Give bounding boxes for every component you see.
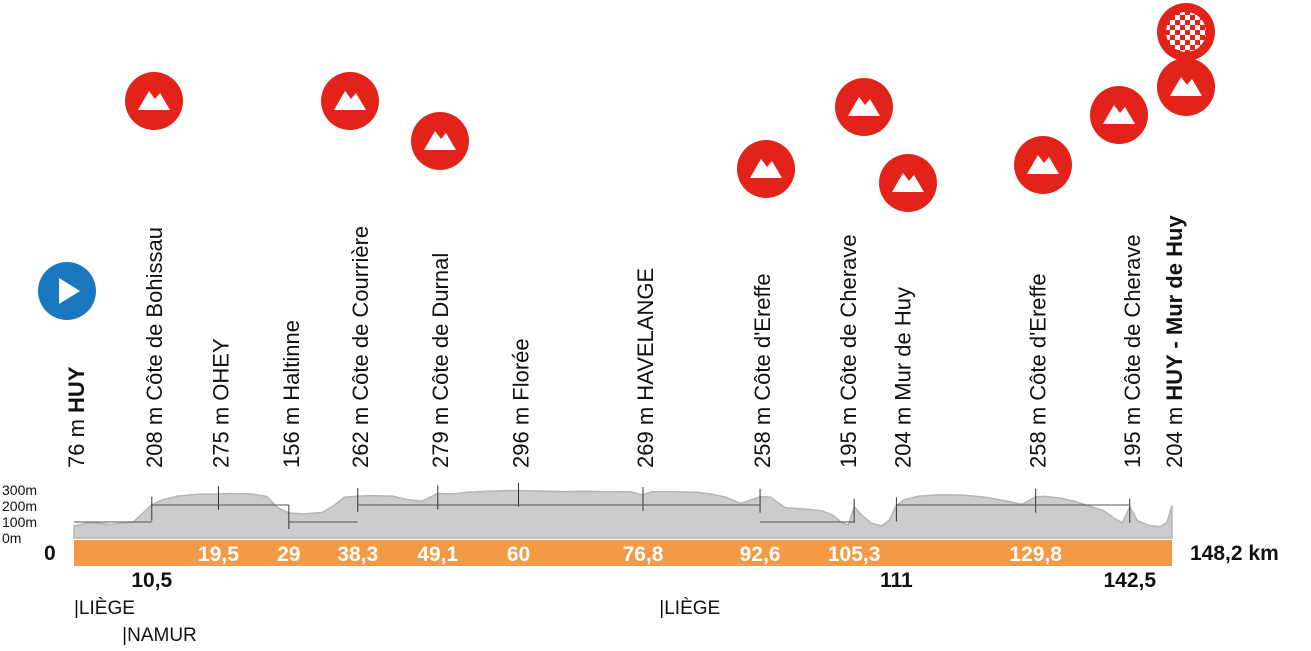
km-mark-below-label: 142,5: [1103, 569, 1156, 592]
km-bar: [74, 540, 1172, 566]
km-mark-label: 49,1: [417, 543, 458, 566]
waypoint-label: 208 m Côte de Bohissau: [142, 227, 167, 468]
waypoint-label: 258 m Côte d'Ereffe: [750, 273, 775, 468]
waypoint-label: 269 m HAVELANGE: [633, 268, 658, 468]
waypoint-label: 76 m HUY: [64, 366, 89, 468]
region-label: |LIÈGE: [74, 598, 135, 619]
checkered-glyph: [1166, 12, 1206, 52]
altitude-tick-label: 100m: [2, 514, 37, 530]
waypoint-label: 275 m OHEY: [208, 338, 233, 468]
km-mark-label: 29: [277, 543, 300, 566]
km-mark-label: 105,3: [828, 543, 881, 566]
km-mark-label: 76,8: [623, 543, 664, 566]
region-label: |NAMUR: [122, 625, 197, 646]
mountain-glyph: [334, 91, 366, 110]
altitude-tick-label: 0m: [2, 530, 21, 546]
km-mark-label: 19,5: [198, 543, 239, 566]
km-mark-below-label: 10,5: [131, 569, 172, 592]
waypoint-labels: 76 m HUY 208 m Côte de Bohissau 275 m OHEY…: [64, 215, 1187, 468]
mountain-glyph: [1027, 155, 1059, 174]
mountain-glyph: [1103, 105, 1135, 124]
waypoint-label: 258 m Côte d'Ereffe: [1026, 273, 1051, 468]
start-km-label: 0: [44, 542, 56, 565]
mountain-glyph: [138, 91, 170, 110]
elevation-area: [73, 489, 1173, 539]
altitude-tick-label: 300m: [2, 482, 37, 498]
waypoint-label: 204 m Mur de Huy: [890, 287, 915, 468]
mountain-glyph: [750, 159, 782, 178]
km-mark-label: 92,6: [740, 543, 781, 566]
mountain-glyph: [424, 131, 456, 150]
total-distance-label: 148,2 km: [1190, 542, 1279, 565]
mountain-glyph: [848, 97, 880, 116]
km-mark-below-label: 111: [880, 569, 913, 592]
waypoint-label: 156 m Haltinne: [279, 320, 304, 468]
below-bar-labels: 10,5 111 142,5 |LIÈGE |NAMUR |LIÈGE: [74, 569, 1156, 646]
region-label: |LIÈGE: [659, 598, 720, 619]
elevation-profile: [73, 482, 1173, 539]
waypoint-label: 195 m Côte de Cherave: [836, 234, 861, 468]
mountain-glyph: [892, 173, 924, 192]
play-glyph: [59, 278, 80, 304]
waypoint-icons: [38, 3, 1215, 320]
mountain-glyph: [1170, 77, 1202, 96]
km-mark-label: 60: [507, 543, 530, 566]
waypoint-label: 279 m Côte de Durnal: [428, 253, 453, 468]
altitude-tick-label: 200m: [2, 498, 37, 514]
waypoint-label: 262 m Côte de Courrière: [348, 226, 373, 468]
waypoint-label: 195 m Côte de Cherave: [1120, 234, 1145, 468]
km-mark-label: 129,8: [1009, 543, 1062, 566]
distance-bar: 0 148,2 km 19,5 29 38,3 49,1 60 76,8 92,6 105,3 12…: [44, 540, 1279, 566]
km-mark-label: 38,3: [337, 543, 378, 566]
waypoint-label: 204 m HUY - Mur de Huy: [1162, 215, 1187, 468]
waypoint-label: 296 m Florée: [509, 338, 534, 468]
